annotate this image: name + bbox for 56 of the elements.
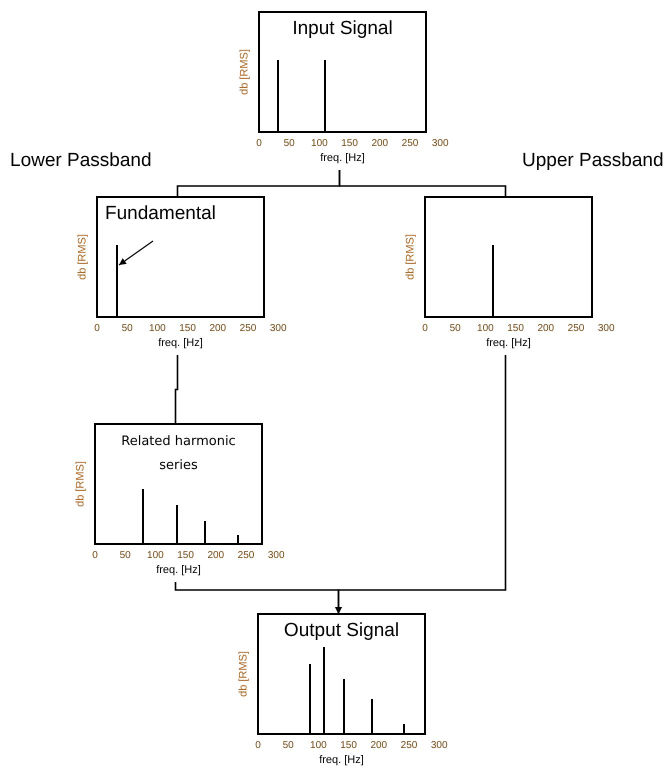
tick-label: 100 — [310, 740, 327, 752]
connector-line — [174, 355, 178, 424]
tick-label: 0 — [256, 138, 262, 150]
tick-label: 200 — [209, 323, 226, 335]
tick-label: 50 — [282, 740, 294, 752]
tick-label: 250 — [568, 323, 584, 335]
tick-label: 300 — [598, 323, 615, 335]
connector-line — [338, 170, 506, 197]
tick-label: 300 — [268, 550, 285, 562]
tick-label: 50 — [122, 323, 133, 335]
tick-label: 0 — [255, 740, 261, 752]
tick-label: 50 — [450, 323, 461, 335]
tick-label: 0 — [94, 323, 100, 335]
tick-label: 0 — [92, 550, 98, 562]
tick-label: 150 — [507, 323, 524, 335]
tick-label: 50 — [284, 138, 295, 150]
tick-label: 100 — [147, 550, 164, 562]
tick-label: 0 — [422, 323, 428, 335]
arrow — [335, 355, 506, 614]
tick-label: 250 — [240, 323, 256, 335]
tick-label: 150 — [341, 138, 358, 150]
tick-label: 100 — [149, 323, 166, 335]
tick-label: 250 — [402, 138, 418, 150]
axis-label: freq. [Hz] — [320, 152, 365, 165]
tick-label: 150 — [340, 740, 357, 752]
axis-label: freq. [Hz] — [158, 337, 203, 350]
tick-label: 100 — [311, 138, 328, 150]
tick-label: 300 — [270, 323, 287, 335]
axis-label: db [RMS] — [238, 49, 252, 95]
chart-title: Related harmonic series — [120, 433, 237, 475]
tick-label: 150 — [177, 550, 194, 562]
pointer-arrow — [118, 240, 154, 266]
axis-label: db [RMS] — [404, 234, 418, 280]
tick-label: 150 — [179, 323, 196, 335]
spectral-line — [116, 245, 118, 317]
branch-label: Lower Passband — [10, 150, 152, 172]
axis-label: db [RMS] — [76, 234, 90, 280]
tick-label: 250 — [400, 740, 418, 752]
tick-label: 250 — [238, 550, 254, 562]
tick-label: 300 — [430, 740, 448, 752]
tick-label: 200 — [537, 323, 554, 335]
tick-label: 100 — [477, 323, 494, 335]
axis-label: db [RMS] — [238, 651, 250, 697]
axis-label: freq. [Hz] — [156, 564, 201, 577]
tick-label: 200 — [207, 550, 224, 562]
tick-label: 300 — [432, 138, 449, 150]
tick-label: 200 — [370, 740, 388, 752]
tick-label: 200 — [371, 138, 388, 150]
chart-title: Output Signal — [284, 620, 400, 642]
chart-title: Fundamental — [105, 203, 216, 225]
tick-label: 50 — [120, 550, 131, 562]
axis-label: db [RMS] — [74, 461, 88, 507]
chart-title: Input Signal — [292, 18, 393, 40]
axis-label: freq. [Hz] — [486, 337, 531, 350]
branch-label: Upper Passband — [522, 150, 664, 172]
axis-label: freq. [Hz] — [319, 754, 364, 767]
